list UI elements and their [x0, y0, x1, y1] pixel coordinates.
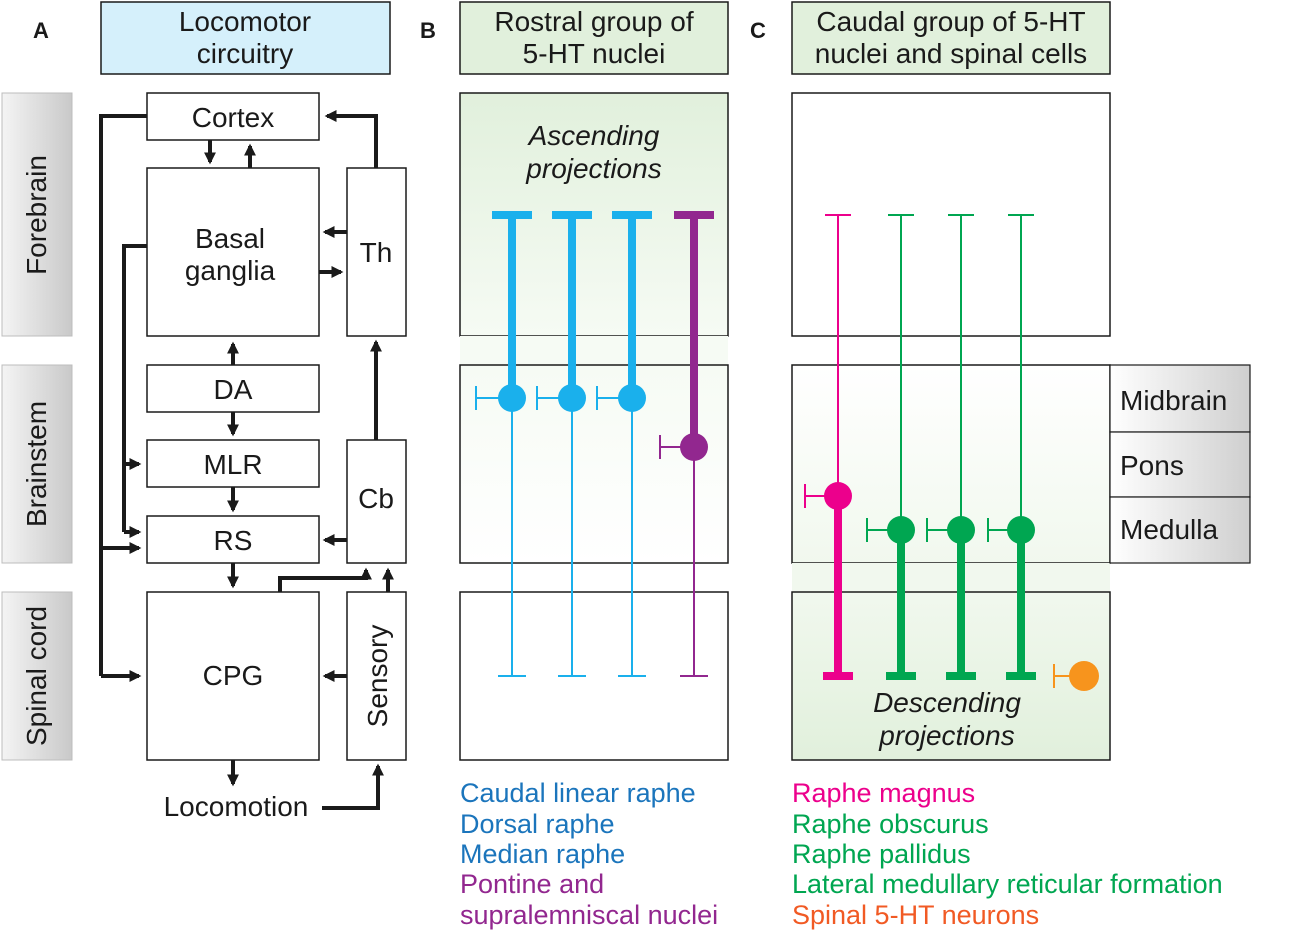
- legend-b-caudal-linear-raphe: Caudal linear raphe: [460, 778, 696, 808]
- legend-c-spinal-5ht: Spinal 5-HT neurons: [792, 900, 1039, 930]
- region-brainstem-label: Brainstem: [21, 401, 52, 527]
- block-da: DA: [146, 364, 320, 413]
- legend-c: Raphe magnus Raphe obscurus Raphe pallid…: [792, 778, 1223, 930]
- block-basal-ganglia-label-2: ganglia: [185, 255, 276, 286]
- projection-raphe-magnus: [804, 214, 853, 680]
- projection-lateral-medullary-reticular: [987, 214, 1036, 680]
- legend-b-supralemniscal: supralemniscal nuclei: [460, 900, 718, 930]
- block-cb: Cb: [346, 439, 407, 564]
- projection-raphe-pallidus: [926, 214, 976, 680]
- legend-b-dorsal-raphe: Dorsal raphe: [460, 809, 615, 839]
- block-cortex-label: Cortex: [192, 102, 274, 133]
- legend-c-lateral-medullary: Lateral medullary reticular formation: [792, 869, 1223, 899]
- panel-letter-a: A: [33, 18, 49, 43]
- block-rs: RS: [146, 515, 320, 564]
- block-th-label: Th: [360, 237, 393, 268]
- ascending-label-2: projections: [525, 153, 661, 184]
- subregion-medulla: Medulla: [1109, 496, 1251, 564]
- subregion-midbrain-label: Midbrain: [1120, 385, 1227, 416]
- ascending-label-1: Ascending: [527, 120, 660, 151]
- block-mlr-label: MLR: [203, 449, 262, 480]
- legend-c-raphe-pallidus: Raphe pallidus: [792, 839, 971, 869]
- header-a: Locomotor circuitry: [100, 1, 391, 75]
- block-cpg-label: CPG: [203, 660, 264, 691]
- header-a-line1: Locomotor: [179, 6, 311, 37]
- block-basal-ganglia: Basal ganglia: [146, 167, 320, 337]
- block-cb-label: Cb: [358, 483, 394, 514]
- block-cortex: Cortex: [146, 92, 320, 141]
- region-spinal-cord: Spinal cord: [1, 591, 73, 761]
- block-th: Th: [346, 167, 407, 337]
- region-spinal-cord-label: Spinal cord: [21, 606, 52, 746]
- block-sensory: Sensory: [346, 591, 407, 761]
- descending-label-1: Descending: [873, 687, 1021, 718]
- subregion-pons: Pons: [1109, 431, 1251, 498]
- legend-b-pontine: Pontine and: [460, 869, 604, 899]
- subregion-pons-label: Pons: [1120, 450, 1184, 481]
- block-da-label: DA: [214, 374, 253, 405]
- circuit-arrows: [99, 110, 394, 810]
- projection-pontine-supralemniscal: [659, 211, 714, 677]
- block-mlr: MLR: [146, 439, 320, 488]
- header-c: Caudal group of 5-HT nuclei and spinal c…: [791, 1, 1111, 75]
- block-sensory-label: Sensory: [362, 625, 393, 728]
- projection-raphe-obscurus: [866, 214, 916, 680]
- panel-letter-c: C: [750, 18, 766, 43]
- legend-c-raphe-magnus: Raphe magnus: [792, 778, 975, 808]
- header-b: Rostral group of 5-HT nuclei: [459, 1, 729, 75]
- region-forebrain-label: Forebrain: [21, 155, 52, 275]
- projection-caudal-linear-raphe: [475, 211, 532, 677]
- legend-c-raphe-obscurus: Raphe obscurus: [792, 809, 989, 839]
- projection-median-raphe: [596, 211, 652, 677]
- descending-label-2: projections: [878, 720, 1014, 751]
- header-c-line1: Caudal group of 5-HT: [816, 6, 1085, 37]
- legend-b-median-raphe: Median raphe: [460, 839, 625, 869]
- projection-dorsal-raphe: [536, 211, 592, 677]
- block-basal-ganglia-label-1: Basal: [195, 223, 265, 254]
- header-a-line2: circuitry: [197, 38, 293, 69]
- subregion-midbrain: Midbrain: [1109, 364, 1251, 433]
- panel-b-frames: [459, 92, 729, 761]
- header-b-line1: Rostral group of: [494, 6, 693, 37]
- header-b-line2: 5-HT nuclei: [523, 38, 666, 69]
- block-cpg: CPG: [146, 591, 320, 761]
- projection-spinal-5ht-neurons: [1053, 661, 1099, 691]
- locomotion-label: Locomotion: [164, 791, 309, 822]
- region-forebrain: Forebrain: [1, 92, 73, 337]
- legend-b: Caudal linear raphe Dorsal raphe Median …: [460, 778, 718, 930]
- subregion-medulla-label: Medulla: [1120, 514, 1218, 545]
- panel-letter-b: B: [420, 18, 436, 43]
- region-brainstem: Brainstem: [1, 364, 73, 564]
- header-c-line2: nuclei and spinal cells: [815, 38, 1087, 69]
- block-rs-label: RS: [214, 525, 253, 556]
